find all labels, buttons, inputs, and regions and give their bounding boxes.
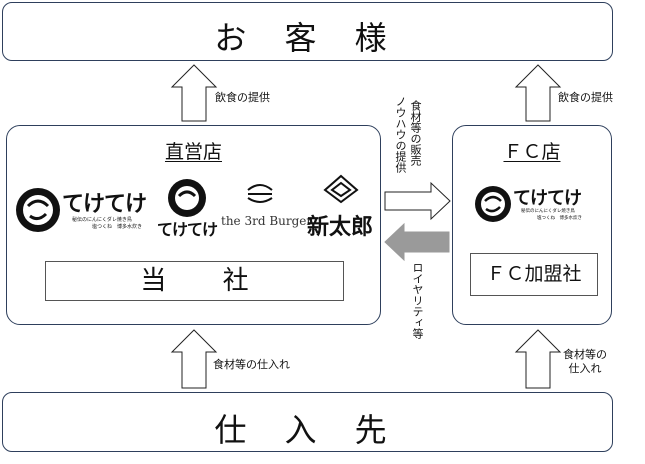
- fc-stores-title: ＦＣ店: [453, 137, 611, 164]
- teketeke-badge-icon: [16, 188, 60, 232]
- brand-logo-shintaro: 新太郎: [307, 174, 377, 240]
- label-purchase-right-line1: 食材等の: [563, 348, 607, 361]
- fc-brand-tagline2: 塩つくね 博多水炊き: [537, 216, 582, 221]
- customers-box: お 客 様: [2, 2, 613, 61]
- fc-teketeke-badge-icon: [475, 186, 511, 222]
- fc-brand-tagline1: 秘伝のにんにくダレ焼き鳥: [521, 209, 575, 214]
- suppliers-label: 仕 入 先: [214, 411, 401, 449]
- label-knowhow-col2: ノウハウの提供: [394, 96, 407, 173]
- fc-stores-box: ＦＣ店 てけてけ 秘伝のにんにくダレ焼き鳥 塩つくね 博多水炊き ＦＣ加盟社: [452, 125, 612, 325]
- brand-tagline1-1: 秘伝のにんにくダレ焼き鳥: [72, 217, 132, 223]
- label-purchase-right-line2: 仕入れ: [568, 362, 602, 375]
- brand-logo-teketeke-1: てけてけ 秘伝のにんにくダレ焼き鳥 塩つくね 博多水炊き: [14, 184, 154, 234]
- fc-member-company-box: ＦＣ加盟社: [470, 253, 598, 296]
- teketeke-round-icon: [168, 179, 206, 217]
- fc-brand-name: てけてけ: [513, 188, 582, 209]
- arrow-up-food-right: [514, 64, 562, 122]
- arrow-right-knowhow: [384, 181, 451, 221]
- arrow-left-royalty: [384, 222, 450, 262]
- our-company-box: 当 社: [45, 261, 344, 301]
- arrow-up-food-left: [170, 64, 218, 122]
- shintaro-crest-icon: [323, 174, 359, 204]
- direct-stores-title-text: 直営店: [164, 141, 222, 163]
- direct-stores-box: 直営店 てけてけ 秘伝のにんにくダレ焼き鳥 塩つくね 博多水炊き てけてけ th…: [6, 125, 381, 325]
- brand-name-4: 新太郎: [307, 214, 374, 240]
- brand-name-1: てけてけ: [62, 192, 147, 217]
- customers-label: お 客 様: [214, 19, 401, 57]
- direct-stores-title: 直営店: [7, 137, 380, 164]
- label-purchase-right: 食材等の 仕入れ: [563, 348, 607, 376]
- arrow-up-purchase-left: [170, 329, 218, 389]
- brand-name-2: てけてけ: [157, 220, 218, 239]
- label-food-service-left: 飲食の提供: [215, 91, 270, 104]
- brand-name-3: the 3rd Burger: [221, 214, 313, 228]
- label-purchase-left: 食材等の仕入れ: [213, 358, 290, 371]
- suppliers-box: 仕 入 先: [2, 392, 613, 452]
- fc-brand-logo-teketeke: てけてけ 秘伝のにんにくダレ焼き鳥 塩つくね 博多水炊き: [473, 182, 603, 230]
- arrow-up-purchase-right: [514, 329, 562, 389]
- brand-logo-3rd-burger: the 3rd Burger: [221, 178, 312, 234]
- fc-stores-title-text: ＦＣ店: [503, 141, 561, 163]
- label-royalty: ロイヤリティ等: [411, 262, 424, 339]
- label-knowhow-col1: 食材等の販売: [409, 100, 422, 166]
- label-food-service-right: 飲食の提供: [558, 91, 613, 104]
- brand-logo-teketeke-2: てけてけ: [157, 178, 218, 239]
- burger-icon: [247, 184, 273, 203]
- brand-tagline2-1: 塩つくね 博多水炊き: [92, 224, 143, 230]
